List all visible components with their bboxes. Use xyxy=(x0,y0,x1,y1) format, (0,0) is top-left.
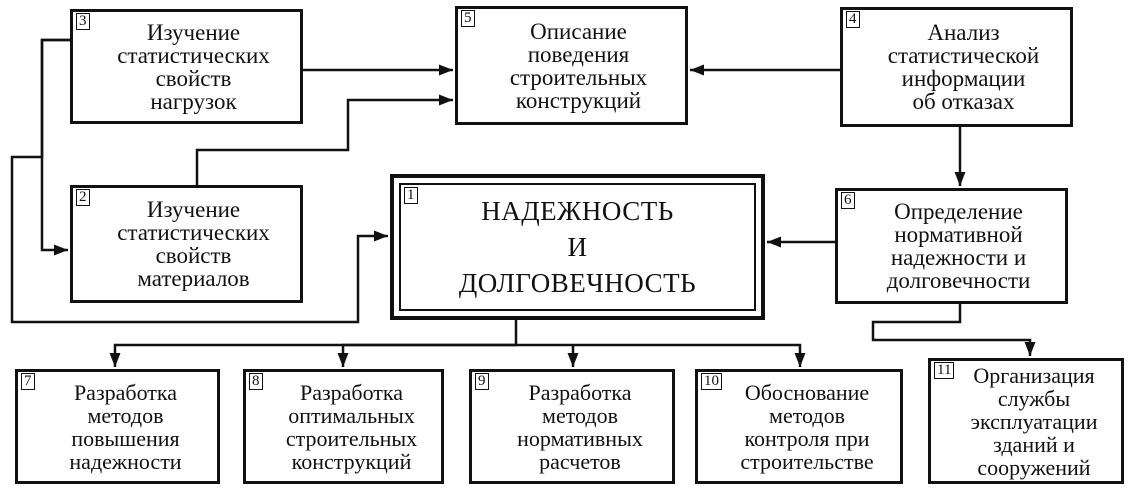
node-number: 1 xyxy=(404,187,418,204)
node-label: Описание поведения строительных конструк… xyxy=(509,18,648,113)
node-label: Анализ статистической информации об отка… xyxy=(887,20,1040,114)
center-inner-frame: НАДЕЖНОСТЬ И ДОЛГОВЕЧНОСТЬ xyxy=(399,183,756,311)
node-label: Обоснование методов контроля при строите… xyxy=(740,379,874,474)
arrowhead-icon xyxy=(439,94,453,106)
node-5-structure-behavior: 5 Описание поведения строительных констр… xyxy=(455,6,688,125)
connector-n6-n1 xyxy=(767,236,835,248)
node-label: Определение нормативной надежности и дол… xyxy=(886,199,1031,293)
node-number: 10 xyxy=(701,373,722,390)
connector-n1-n10 xyxy=(516,343,806,367)
node-4-failure-analysis: 4 Анализ статистической информации об от… xyxy=(840,7,1073,127)
node-11-operation-service: 11 Организация службы эксплуатации здани… xyxy=(928,358,1124,484)
connector-line xyxy=(113,320,518,367)
connector-line xyxy=(10,38,388,324)
connector-n4-n5 xyxy=(690,64,840,76)
node-number: 3 xyxy=(76,13,90,30)
node-9-normative-calculations: 9 Разработка методов нормативных расчето… xyxy=(469,369,675,484)
connector-n2-n5 xyxy=(195,94,453,185)
connector-line xyxy=(516,343,802,367)
node-label: Изучение статистических свойств материал… xyxy=(117,197,270,291)
connector-n3-n2 xyxy=(40,38,70,256)
connector-line xyxy=(195,98,453,185)
connector-line xyxy=(40,38,70,252)
node-10-construction-control: 10 Обоснование методов контроля при стро… xyxy=(695,369,903,484)
arrowhead-icon xyxy=(690,64,704,76)
arrowhead-icon xyxy=(794,353,806,367)
connector-n1-n9 xyxy=(567,345,579,367)
connector-n6-n11 xyxy=(871,304,1036,356)
node-number: 2 xyxy=(76,189,90,206)
connector-n1-n8 xyxy=(337,343,516,367)
node-label: Разработка оптимальных строительных конс… xyxy=(285,379,418,474)
connector-n3-n1 xyxy=(10,38,388,324)
arrowhead-icon xyxy=(954,172,966,186)
node-label: НАДЕЖНОСТЬ И ДОЛГОВЕЧНОСТЬ xyxy=(458,196,697,298)
node-label: Разработка методов повышения надежности xyxy=(69,379,182,474)
node-1-reliability-durability: НАДЕЖНОСТЬ И ДОЛГОВЕЧНОСТЬ 1 xyxy=(390,174,765,320)
node-8-optimal-structures: 8 Разработка оптимальных строительных ко… xyxy=(243,369,444,484)
arrowhead-icon xyxy=(109,353,121,367)
connector-line xyxy=(871,304,1032,356)
connector-line xyxy=(341,343,516,367)
node-6-normative-reliability: 6 Определение нормативной надежности и д… xyxy=(835,188,1068,304)
arrowhead-icon xyxy=(567,353,579,367)
node-label: Разработка методов нормативных расчетов xyxy=(517,379,643,474)
arrowhead-icon xyxy=(54,244,68,256)
node-3-load-properties: 3 Изучение статистических свойств нагруз… xyxy=(70,9,303,124)
connector-n4-n6 xyxy=(954,127,966,186)
node-7-improvement-methods: 7 Разработка методов повышения надежност… xyxy=(15,369,220,484)
arrowhead-icon xyxy=(767,236,781,248)
arrowhead-icon xyxy=(1024,342,1036,356)
node-label: Организация службы эксплуатации зданий и… xyxy=(970,362,1098,480)
node-number: 6 xyxy=(841,192,855,209)
node-2-material-properties: 2 Изучение статистических свойств матери… xyxy=(70,185,303,303)
node-number: 5 xyxy=(461,10,475,27)
connector-n1-n7 xyxy=(109,320,518,367)
node-number: 9 xyxy=(475,373,489,390)
connector-n3-n5 xyxy=(303,64,453,76)
arrowhead-icon xyxy=(374,230,388,242)
node-number: 7 xyxy=(21,373,35,390)
node-number: 11 xyxy=(934,362,955,379)
node-number: 8 xyxy=(249,373,263,390)
arrowhead-icon xyxy=(439,64,453,76)
node-label: Изучение статистических свойств нагрузок xyxy=(117,19,270,114)
arrowhead-icon xyxy=(337,353,349,367)
node-number: 4 xyxy=(846,11,860,28)
